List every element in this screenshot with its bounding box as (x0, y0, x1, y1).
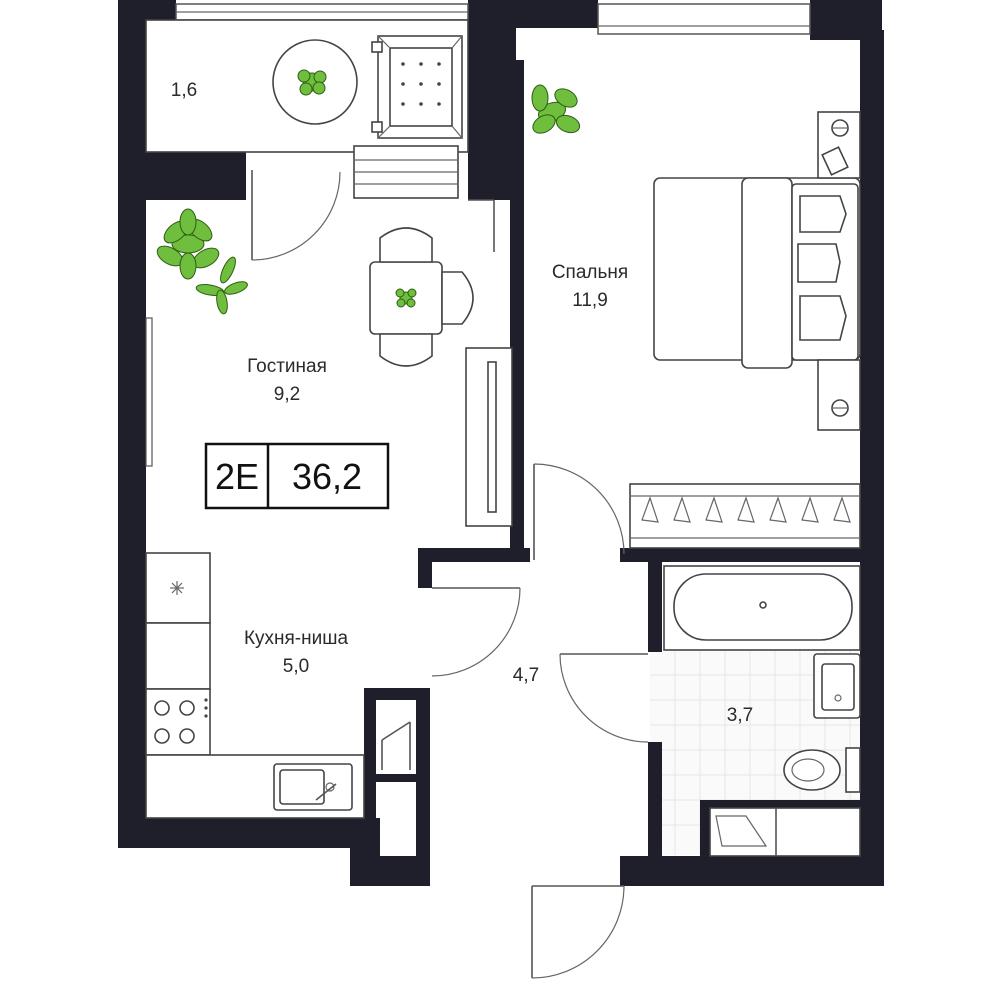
living-plant-small (195, 256, 248, 315)
living-area: 9,2 (274, 384, 300, 405)
kitchen-area: 5,0 (283, 656, 309, 677)
apartment-total-area: 36,2 (292, 456, 362, 497)
balcony-area: 1,6 (171, 80, 197, 101)
windows (145, 3, 811, 467)
table-plant (395, 288, 417, 308)
kitchen-closet (381, 721, 411, 770)
kitchen-furniture (145, 552, 365, 819)
bathroom-furniture (663, 565, 861, 857)
balcony-plant (297, 69, 327, 96)
living-plant-large (156, 208, 220, 280)
bedroom-plant (531, 84, 581, 134)
living-room-furniture (251, 170, 513, 527)
bedroom-name: Спальня (552, 262, 628, 283)
bathroom-area: 3,7 (727, 705, 753, 726)
bedroom-furniture (629, 111, 861, 549)
kitchen-name: Кухня-ниша (244, 628, 349, 649)
apartment-badge: 2E 36,2 (204, 442, 390, 510)
hall-area: 4,7 (513, 665, 539, 686)
bedroom-area: 11,9 (572, 290, 608, 311)
walls (118, 0, 884, 886)
snowflake-icon (170, 581, 184, 595)
hall-doors (431, 463, 649, 979)
living-name: Гостиная (247, 356, 327, 377)
apartment-code: 2E (215, 456, 259, 497)
